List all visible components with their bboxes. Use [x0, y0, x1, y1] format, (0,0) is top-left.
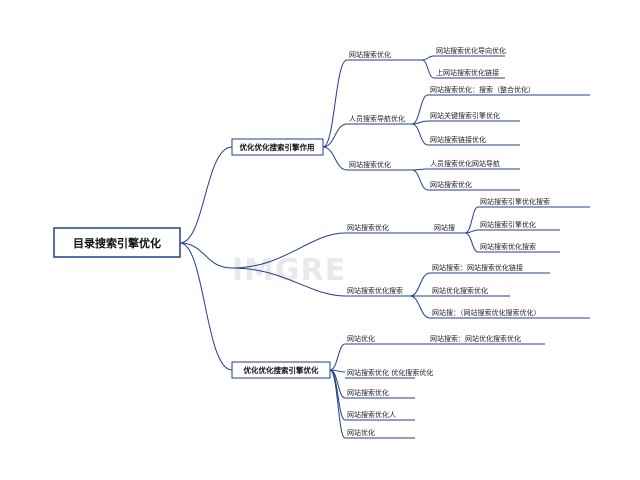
conn-b1-c1 — [322, 59, 348, 148]
b2-c2-3-label: 网站搜：（网站搜索优化搜索优化） — [432, 308, 541, 317]
underlines — [345, 55, 590, 439]
branch-1-label: 优化优化搜索引擎作用 — [240, 142, 315, 152]
branch-3-label: 优化优化搜索引擎优化 — [244, 365, 319, 375]
b3-c4-label: 网站搜索优化人 — [347, 410, 396, 419]
conn-b1-c2-1 — [411, 94, 429, 125]
b3-c3-label: 网站搜索优化 — [347, 388, 389, 397]
conn-b3-c1 — [329, 343, 346, 371]
b2-g1-label: 网站搜索引擎优化搜索 — [480, 197, 550, 206]
b1-c3-label: 网站搜索优化 — [349, 160, 391, 169]
b1-c1-label: 网站搜索优化 — [349, 50, 391, 59]
conn-b3-c4 — [329, 369, 346, 421]
b1-c2-2-label: 网站关键搜索引擎优化 — [430, 111, 500, 120]
b3-c1-label: 网站优化 — [347, 334, 375, 343]
conn-b2-c2 — [231, 267, 346, 297]
conn-b2-c2-3 — [409, 295, 431, 319]
b3-c2-label: 网站搜索优化 优化搜索优化 — [347, 368, 433, 377]
conn-b2-c1 — [231, 232, 346, 269]
b2-g2-label: 网站搜索引擎优化 — [480, 220, 536, 229]
root-node-box[interactable] — [53, 227, 181, 258]
b1-c2-1-label: 网站搜索优化：搜索（整合优化） — [430, 85, 535, 94]
b1-c3-1-label: 人员搜索优化网站导航 — [430, 159, 500, 168]
conn-b1-c2 — [322, 123, 348, 148]
conn-b1-c3-2 — [411, 169, 429, 191]
b2-c2-2-label: 网站优化搜索优化 — [432, 286, 488, 295]
b2-c2-label: 网站搜索优化搜索 — [347, 286, 403, 295]
root-to-branch-3 — [179, 242, 233, 371]
conn-b1-c3-1 — [411, 168, 429, 171]
conn-b3-c5 — [329, 369, 346, 439]
root-to-branch-2 — [179, 242, 233, 269]
watermark: IMGRE — [232, 253, 346, 288]
b1-c2-label: 人员搜索导航优化 — [349, 114, 405, 123]
root-node-label: 目录搜索引擎优化 — [73, 236, 161, 250]
conn-b2-g1 — [464, 206, 479, 234]
b2-c2-1-label: 网站搜索：网站搜索优化链接 — [432, 263, 523, 272]
conn-b1-c3 — [322, 146, 348, 171]
b3-c5-label: 网站优化 — [347, 428, 375, 437]
b1-c3-2-label: 网站搜索优化 — [430, 180, 472, 189]
b1-c2-3-label: 网站搜索链接优化 — [430, 135, 486, 144]
b2-g3-label: 网站搜索优化搜索 — [480, 242, 536, 251]
b1-c1-1-label: 网站搜索优化导向优化 — [436, 46, 506, 55]
root-to-branch-1 — [179, 146, 233, 244]
conn-b2-g3 — [464, 232, 479, 253]
b2-c1-1-label: 网站搜 — [434, 223, 455, 232]
b1-c1-2-label: 上网站搜索优化链接 — [436, 68, 499, 77]
branch-1-box[interactable] — [231, 138, 324, 156]
conn-b1-c1-2 — [421, 59, 435, 79]
connectors — [179, 55, 479, 439]
conn-b1-c2-3 — [411, 123, 429, 146]
branch-3-box[interactable] — [231, 361, 331, 379]
conn-b2-c2-1 — [409, 272, 431, 297]
b3-c1-1-label: 网站搜索：网站优化搜索优化 — [430, 334, 521, 343]
conn-b1-c1-1 — [421, 55, 435, 61]
b2-c1-label: 网站搜索优化 — [347, 223, 389, 232]
